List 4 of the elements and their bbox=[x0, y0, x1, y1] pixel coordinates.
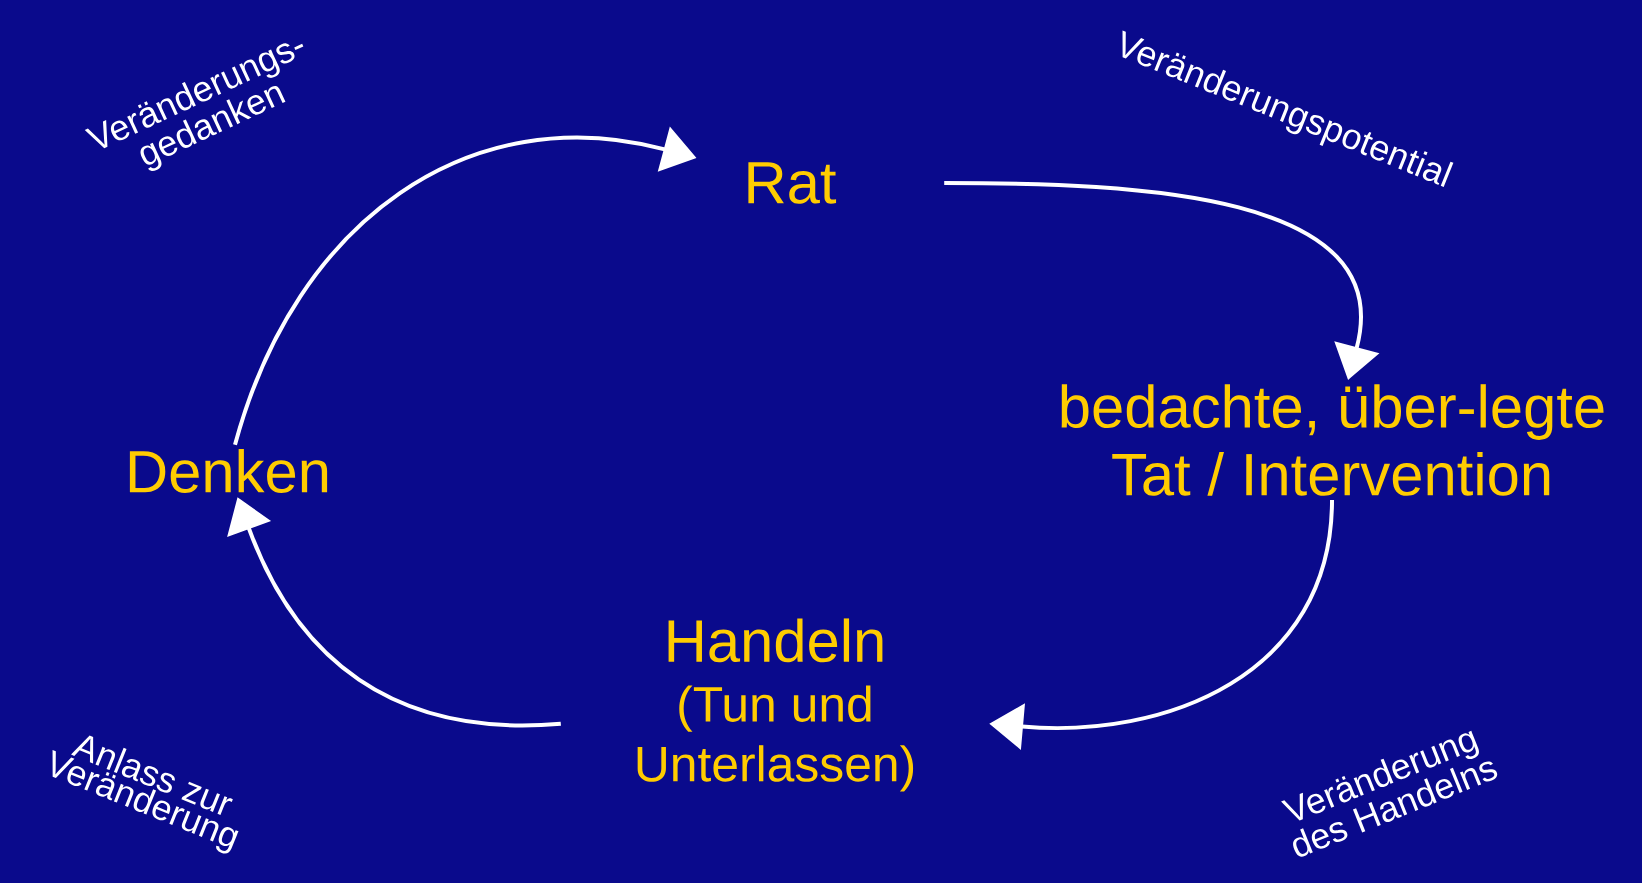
node-text: Denken bbox=[129, 449, 328, 493]
node-text: Rat bbox=[748, 162, 837, 204]
node-text: bedachte, über-legte Tat / Intervention bbox=[1061, 384, 1604, 496]
node-text: Handeln (Tun und Unterlassen) bbox=[637, 618, 914, 792]
